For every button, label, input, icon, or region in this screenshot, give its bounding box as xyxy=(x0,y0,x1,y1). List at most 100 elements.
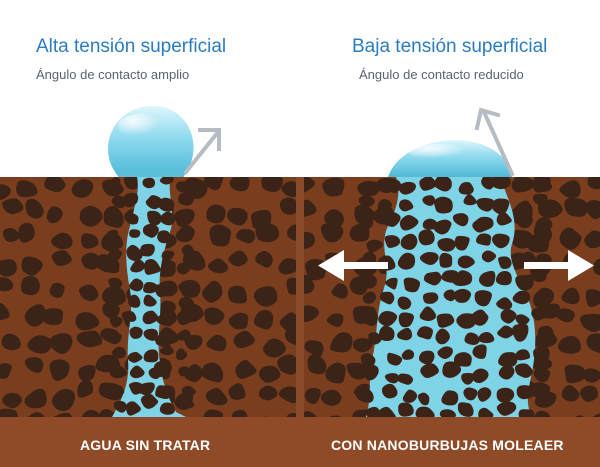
soil-stone xyxy=(2,227,20,243)
soil-stone xyxy=(531,307,547,321)
soil-stone xyxy=(492,198,510,215)
soil-stone xyxy=(304,177,316,193)
soil-stone xyxy=(142,223,159,238)
soil-stone xyxy=(491,233,510,249)
soil-stone xyxy=(129,229,141,238)
soil-stone xyxy=(278,386,296,404)
soil-stone xyxy=(362,291,376,304)
left-caption: AGUA SIN TRATAR xyxy=(80,437,211,453)
spread-right-arrow-icon xyxy=(524,250,594,281)
soil-stone xyxy=(535,179,553,192)
left-water-droplet xyxy=(108,105,194,177)
soil-stone xyxy=(161,250,175,261)
soil-stone xyxy=(472,344,487,359)
soil-stone xyxy=(496,297,513,311)
soil-stone xyxy=(176,329,191,341)
soil-stone xyxy=(2,198,24,215)
soil-stone xyxy=(379,291,395,305)
soil-stone xyxy=(593,258,600,276)
soil-stone xyxy=(27,335,52,354)
soil-stone xyxy=(352,338,373,353)
soil-stone xyxy=(284,326,296,346)
soil-stone xyxy=(206,204,226,224)
soil-stone xyxy=(470,309,489,326)
soil-stone xyxy=(0,408,18,417)
soil-stone xyxy=(155,333,171,348)
soil-stone xyxy=(513,177,528,189)
soil-stone xyxy=(142,310,159,325)
soil-stone xyxy=(515,349,531,361)
soil-stone xyxy=(304,274,315,294)
soil-stone xyxy=(464,332,480,345)
soil-stone xyxy=(498,364,515,380)
soil-stone xyxy=(228,312,249,330)
soil-stone xyxy=(159,402,175,415)
soil-stone xyxy=(380,211,401,227)
soil-stone xyxy=(53,412,73,417)
soil-stone xyxy=(532,193,548,207)
soil-stone xyxy=(44,177,66,193)
soil-stone xyxy=(453,288,472,303)
soil-stone xyxy=(231,409,248,417)
soil-stone xyxy=(24,388,47,409)
soil-stone xyxy=(175,211,191,225)
soil-stone xyxy=(489,177,511,190)
soil-stone xyxy=(437,346,453,360)
soil-stone xyxy=(330,332,353,353)
soil-stone xyxy=(286,277,296,295)
soil-stone xyxy=(108,277,123,289)
soil-stone xyxy=(125,212,139,225)
soil-stone xyxy=(403,277,421,293)
right-water-zone xyxy=(356,177,554,417)
soil-stone xyxy=(586,200,600,220)
soil-stone xyxy=(452,270,473,287)
soil-stone xyxy=(361,364,379,381)
left-water-channel xyxy=(105,177,197,417)
soil-stone xyxy=(1,333,21,351)
soil-stone xyxy=(495,271,512,286)
spread-left-arrow-icon xyxy=(318,250,388,281)
soil-stone xyxy=(512,290,531,305)
soil-stone xyxy=(144,259,161,275)
soil-stone xyxy=(452,213,469,227)
soil-stone xyxy=(159,211,176,226)
soil-stone xyxy=(42,308,64,326)
soil-stone xyxy=(233,330,255,349)
soil-stone xyxy=(304,231,315,249)
soil-stone xyxy=(0,302,10,321)
soil-stone xyxy=(203,177,224,191)
soil-stone xyxy=(21,256,43,276)
soil-stone xyxy=(472,216,494,233)
soil-stone xyxy=(25,198,44,219)
soil-stone xyxy=(419,251,439,266)
soil-stone xyxy=(108,248,123,261)
soil-stone xyxy=(0,362,12,379)
soil-stone xyxy=(558,335,582,354)
right-water-droplet xyxy=(388,140,512,177)
soil-stone xyxy=(286,413,296,417)
soil-stone xyxy=(324,209,344,227)
soil-stone xyxy=(381,383,398,399)
soil-stone xyxy=(433,177,452,192)
soil-stone xyxy=(109,177,121,188)
soil-stone xyxy=(79,205,103,227)
soil-stone xyxy=(159,344,174,356)
soil-stone xyxy=(80,233,99,249)
right-contact-angle-arrow-icon xyxy=(474,107,515,177)
soil-stone xyxy=(532,346,550,363)
soil-stone xyxy=(304,199,317,217)
soil-stone xyxy=(111,385,125,396)
soil-stone xyxy=(81,252,100,270)
soil-stone xyxy=(360,353,376,367)
soil-stone xyxy=(477,387,492,402)
soil-stone xyxy=(304,411,317,417)
soil-stone xyxy=(419,306,437,322)
soil-stone xyxy=(561,287,580,305)
soil-stone xyxy=(398,199,414,212)
soil-stone xyxy=(399,215,419,231)
soil-stone xyxy=(397,252,416,270)
soil-stone xyxy=(129,365,145,379)
soil-stone xyxy=(554,308,575,323)
soil-stone xyxy=(228,285,247,304)
soil-stone xyxy=(155,385,171,400)
